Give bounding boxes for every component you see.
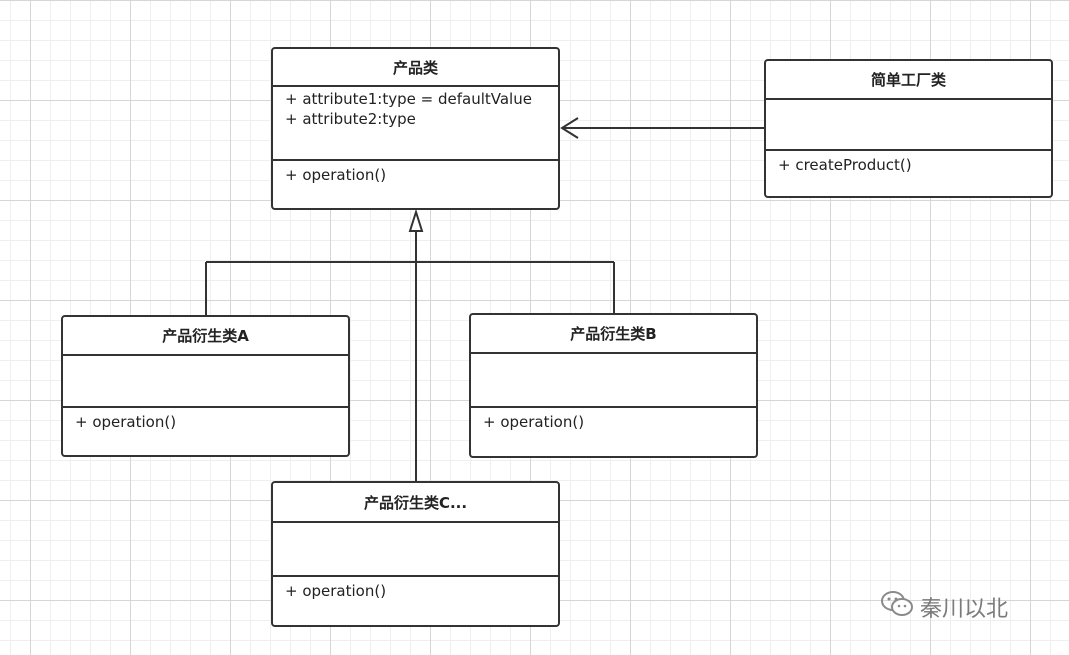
class-name: 产品衍生类C... bbox=[273, 483, 558, 523]
watermark: 秦川以北 bbox=[880, 590, 1008, 624]
class-derived-c[interactable]: 产品衍生类C... + operation() bbox=[271, 481, 560, 627]
operation: + operation() bbox=[75, 413, 177, 431]
class-name: 产品类 bbox=[273, 49, 558, 87]
class-operations: + operation() bbox=[63, 408, 348, 436]
class-product[interactable]: 产品类 + attribute1:type = defaultValue + a… bbox=[271, 47, 560, 210]
class-operations: + operation() bbox=[273, 161, 558, 189]
operation: + operation() bbox=[483, 413, 585, 431]
attribute: + attribute2:type bbox=[285, 110, 416, 128]
class-operations: + operation() bbox=[471, 408, 756, 436]
class-factory[interactable]: 简单工厂类 + createProduct() bbox=[764, 59, 1053, 198]
class-operations: + operation() bbox=[273, 577, 558, 605]
wechat-icon bbox=[880, 590, 914, 624]
watermark-text: 秦川以北 bbox=[920, 597, 1009, 622]
class-derived-b[interactable]: 产品衍生类B + operation() bbox=[469, 313, 758, 458]
class-attributes bbox=[273, 523, 558, 577]
class-derived-a[interactable]: 产品衍生类A + operation() bbox=[61, 315, 350, 457]
class-operations: + createProduct() bbox=[766, 151, 1051, 179]
class-attributes bbox=[471, 354, 756, 408]
attribute: + attribute1:type = defaultValue bbox=[285, 90, 532, 108]
class-name: 简单工厂类 bbox=[766, 61, 1051, 100]
class-name: 产品衍生类B bbox=[471, 315, 756, 354]
operation: + operation() bbox=[285, 166, 387, 184]
class-attributes bbox=[63, 356, 348, 408]
operation: + createProduct() bbox=[778, 156, 912, 174]
class-name: 产品衍生类A bbox=[63, 317, 348, 356]
class-attributes bbox=[766, 100, 1051, 151]
operation: + operation() bbox=[285, 582, 387, 600]
inheritance-triangle bbox=[408, 208, 424, 232]
open-arrow-head bbox=[560, 117, 579, 139]
class-attributes: + attribute1:type = defaultValue + attri… bbox=[273, 87, 558, 161]
